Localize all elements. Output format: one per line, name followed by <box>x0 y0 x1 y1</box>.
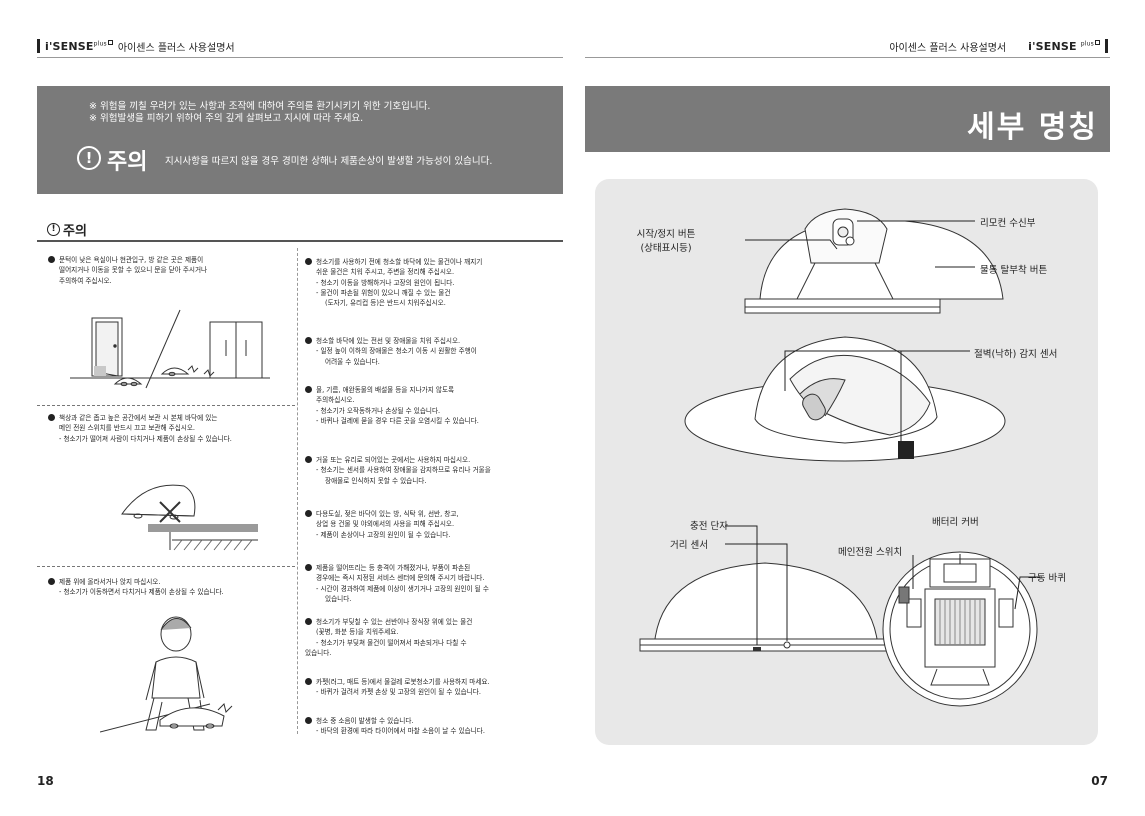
caution-circle-icon: ! <box>77 146 101 170</box>
label-charge-terminal: 충전 단자 <box>690 521 728 532</box>
sitting-person-illustration <box>100 616 233 733</box>
notice-line-2: ※ 위험발생을 피하기 위하여 주의 깊게 살펴보고 지시에 따라 주세요. <box>89 113 364 124</box>
right-header-title: 아이센스 플러스 사용설명서 <box>889 42 1007 54</box>
caution-item: 문턱이 낮은 욕실이나 현관입구, 방 같은 곳은 제품이 떨어지거나 이동을 … <box>48 255 207 286</box>
parts-title-banner: 세부 명칭 <box>585 86 1110 152</box>
left-header-title: 아이센스 플러스 사용설명서 <box>117 42 235 54</box>
caution-item: 청소할 바닥에 있는 전선 및 장애물을 치워 주십시오. - 일정 높이 이하… <box>305 336 477 367</box>
label-battery-cover: 배터리 커버 <box>932 517 979 528</box>
brand-logo: i'SENSE plus <box>1028 40 1100 53</box>
label-cliff-sensor: 절벽(낙하) 감지 센서 <box>974 349 1058 360</box>
caution-label: 주의 <box>107 150 148 175</box>
caution-notice-box: ※ 위험을 끼칠 우려가 있는 사항과 조작에 대하여 주의를 환기시키기 위한… <box>37 86 563 194</box>
caution-item: 거울 또는 유리로 되어있는 곳에서는 사용하지 마십시오. - 청소기는 센서… <box>305 455 491 486</box>
left-header-rule <box>37 57 563 58</box>
caution-description: 지시사항을 따르지 않을 경우 경미한 상해나 제품손상이 발생할 가능성이 있… <box>165 156 493 167</box>
caution-item: 제품 위에 올라서거나 앉지 마십시오. - 청소기가 이동하면서 다치거나 제… <box>48 577 224 598</box>
caution-item: 청소기가 부딪칠 수 있는 선반이나 장식장 위에 있는 물건 (꽃병, 화분 … <box>305 618 473 657</box>
right-header-rule <box>585 57 1110 58</box>
caution-section-heading: ! 주의 <box>47 220 87 239</box>
caution-item: 카펫(러그, 매트 등)에서 물걸레 로봇청소기를 사용하지 마세요. - 바퀴… <box>305 677 490 698</box>
parts-title: 세부 명칭 <box>967 110 1098 145</box>
item-separator <box>37 405 295 406</box>
brand-logo: i'SENSEplus <box>45 40 113 53</box>
caution-item: 제품을 떨어뜨리는 등 충격이 가해졌거나, 부품이 파손된 경우에는 즉시 지… <box>305 563 489 604</box>
caution-circle-icon: ! <box>47 223 60 236</box>
header-bar-mark <box>37 39 40 53</box>
right-running-header: 아이센스 플러스 사용설명서 i'SENSE plus <box>889 38 1108 54</box>
robot-cleaner-diagram <box>639 208 1040 707</box>
label-main-power-switch: 메인전원 스위치 <box>838 547 903 558</box>
page-number-left: 18 <box>37 774 54 788</box>
caution-item: 다용도실, 젖은 바닥이 있는 방, 식탁 위, 선반, 창고, 상업 용 건물… <box>305 509 459 540</box>
label-drive-wheel: 구동 바퀴 <box>1028 573 1066 584</box>
caution-item: 청소기를 사용하기 전에 청소할 바닥에 있는 물건이나 깨지기 쉬운 물건은 … <box>305 257 482 308</box>
section-rule <box>37 240 563 242</box>
label-water-tank-button: 물통 탈부착 버튼 <box>980 265 1048 276</box>
header-bar-mark <box>1105 39 1108 53</box>
caution-item: 물, 기름, 애완동물의 배설물 등을 지나가지 않도록 주의하십시오. - 청… <box>305 385 479 426</box>
page-number-right: 07 <box>1091 774 1108 788</box>
label-start-stop-button: 시작/정지 버튼 (상태표시등) <box>636 229 696 254</box>
desk-fall-illustration <box>121 484 258 551</box>
notice-line-1: ※ 위험을 끼칠 우려가 있는 사항과 조작에 대하여 주의를 환기시키기 위한… <box>89 101 431 112</box>
item-separator <box>37 566 295 567</box>
caution-item: 청소 중 소음이 발생할 수 있습니다. - 바닥의 환경에 따라 타이어에서 … <box>305 716 485 737</box>
left-running-header: i'SENSEplus 아이센스 플러스 사용설명서 <box>37 38 235 54</box>
door-threshold-illustration <box>70 309 270 389</box>
column-divider <box>297 248 298 734</box>
caution-item: 책상과 같은 좁고 높은 공간에서 보관 시 본체 바닥에 있는 메인 전원 스… <box>48 413 232 444</box>
label-remote-receiver: 리모컨 수신부 <box>980 218 1036 229</box>
label-distance-sensor: 거리 센서 <box>670 540 708 551</box>
